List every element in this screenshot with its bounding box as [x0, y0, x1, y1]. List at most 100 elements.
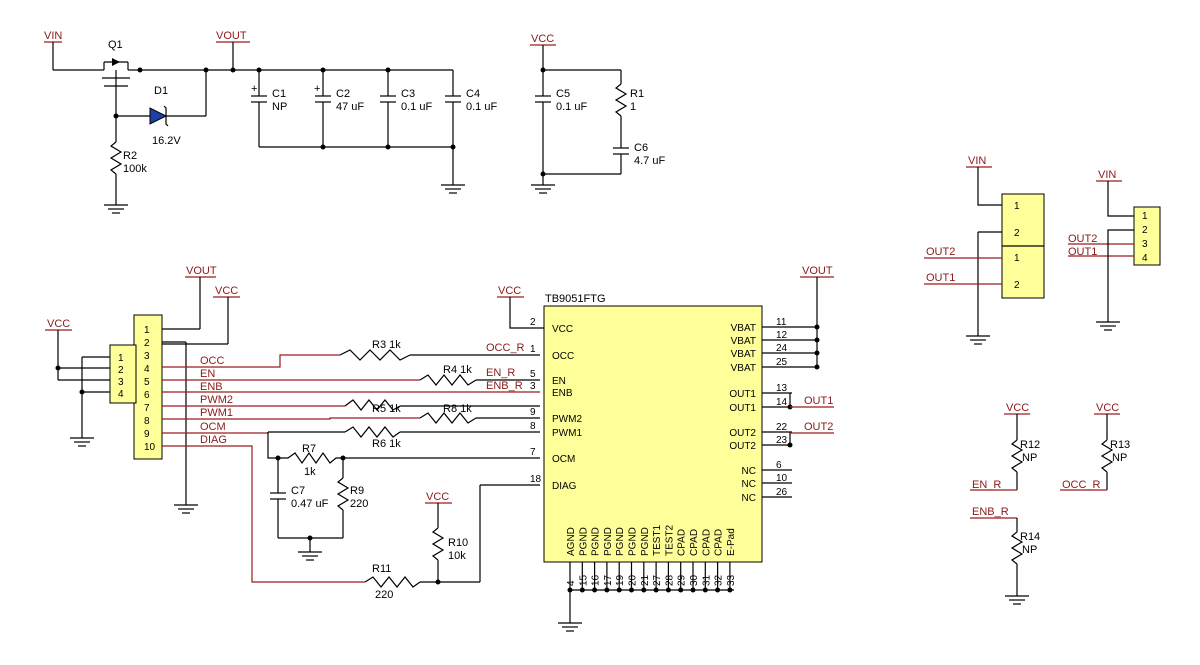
net-out2-term: OUT2 [926, 246, 955, 258]
connector4-pin-2: 2 [118, 365, 124, 376]
ic-pin-num-20: 20 [628, 574, 639, 586]
vcc-label-conn: VCC [215, 285, 238, 297]
c7-label: C7 [291, 485, 305, 497]
ic-pin-num-14: 14 [776, 397, 788, 408]
vcc-label-r12: VCC [1006, 402, 1029, 414]
net-occ: OCC [200, 355, 225, 367]
r13-label: R13 [1110, 439, 1130, 451]
ic-pin-num-9: 9 [530, 407, 536, 418]
ic-pin-num-26: 26 [776, 487, 788, 498]
net-out1-ic: OUT1 [804, 395, 833, 407]
ic-pin-cpad-32: CPAD [714, 529, 725, 556]
gnd-term-a [966, 335, 990, 345]
ic-pin-num-23: 23 [776, 435, 788, 446]
vcc-label-r13: VCC [1096, 402, 1119, 414]
c1-value: NP [272, 101, 287, 113]
r7-label: R7 [302, 443, 316, 455]
gnd-ic [558, 622, 582, 632]
q1-label: Q1 [108, 39, 123, 51]
r11-label: R11 [372, 563, 391, 575]
net-enb-r-pull: ENB_R [972, 506, 1009, 518]
connector4-pin-4: 4 [118, 389, 124, 400]
ic-pin-num-29: 29 [677, 574, 688, 586]
connector4-pin-3: 3 [118, 377, 124, 388]
connector10-pin-6: 6 [144, 390, 150, 401]
ic-pin-out2-23: OUT2 [729, 441, 756, 452]
output-terminals: 1 2 1 2 VIN OUT2 OUT1 1 2 3 4 VIN OUT2 O… [924, 155, 1161, 345]
ic-pin-vbat-25: VBAT [731, 363, 756, 374]
connector10-pin-1: 1 [144, 325, 150, 336]
connector10-pin-8: 8 [144, 416, 150, 427]
r6-label: R6 1k [372, 438, 401, 450]
ic-pin-vbat-24: VBAT [731, 349, 756, 360]
connector4-pin-1: 1 [118, 353, 124, 364]
ic-pin-out1-13: OUT1 [729, 389, 756, 400]
ic-pin-num-28: 28 [664, 574, 675, 586]
net-en: EN [200, 368, 215, 380]
ic-pin-pwm2-9: PWM2 [552, 414, 582, 425]
term-a-pin1: 1 [1014, 201, 1020, 212]
ic-pin-pgnd-19: PGND [615, 527, 626, 556]
ic-pin-pwm1-8: PWM1 [552, 428, 582, 439]
r1-label: R1 [630, 88, 644, 100]
ic-pin-num-15: 15 [578, 574, 589, 586]
ic-pin-pgnd-15: PGND [578, 527, 589, 556]
r10-label: R10 [448, 537, 468, 549]
net-enb-r: ENB_R [486, 380, 523, 392]
ic-pin-nc-26: NC [742, 493, 756, 504]
connector10-pin-5: 5 [144, 377, 150, 388]
r2-resistor: R2 100k [109, 116, 147, 205]
ic-pin-num-22: 22 [776, 422, 788, 433]
vcc-label-4pin: VCC [47, 318, 70, 330]
ic-pin-vcc-2: VCC [552, 324, 573, 335]
net-enb: ENB [200, 381, 223, 393]
ic-name: TB9051FTG [545, 293, 606, 305]
q1-mosfet: Q1 [100, 39, 140, 87]
d1-value: 16.2V [152, 135, 181, 147]
signal-nets: OCC R3 1k OCC_R EN R4 1k EN_R ENB ENB_R … [162, 339, 540, 601]
term-b-pin2: 2 [1014, 280, 1020, 291]
gnd-r14 [1005, 595, 1029, 605]
ic-pin-occ-1: OCC [552, 351, 574, 362]
gnd-4pin [70, 437, 94, 447]
net-en-r-pull: EN_R [972, 479, 1001, 491]
c6-label: C6 [634, 142, 648, 154]
ic-pin-num-32: 32 [714, 574, 725, 586]
ic-pin-out1-14: OUT1 [729, 403, 756, 414]
vcc-label-ic: VCC [498, 285, 521, 297]
ic-pin-num-24: 24 [776, 343, 788, 354]
net-occ-r: OCC_R [486, 342, 525, 354]
ic-pin-pgnd-21: PGND [640, 527, 651, 556]
ic-pin-cpad-31: CPAD [701, 529, 712, 556]
ic-pin-num-7: 7 [530, 447, 536, 458]
ic-pin-num-6: 6 [776, 460, 782, 471]
vout-label-top: VOUT [216, 30, 247, 42]
term-c-pin4: 4 [1142, 253, 1148, 264]
ic-pin-num-8: 8 [530, 421, 536, 432]
term-c-pin1: 1 [1142, 211, 1148, 222]
ic-pin-num-13: 13 [776, 383, 788, 394]
ic-pin-num-3: 3 [530, 381, 536, 392]
term-b-pin1: 1 [1014, 253, 1020, 264]
r14-value: NP [1022, 544, 1037, 556]
net-pwm1: PWM1 [200, 407, 233, 419]
ic-pin-num-10: 10 [776, 473, 788, 484]
svg-text:+: + [314, 83, 320, 95]
r12-label: R12 [1020, 439, 1040, 451]
ic-pin-nc-10: NC [742, 479, 756, 490]
c4-value: 0.1 uF [466, 101, 497, 113]
c3-label: C3 [401, 88, 415, 100]
gnd-r2 [104, 204, 128, 214]
c4-label: C4 [466, 88, 480, 100]
vcc-label-r10: VCC [426, 491, 449, 503]
vcc-decoupling-section: VCC C5 0.1 uF R1 1 C6 4.7 uF [530, 33, 665, 194]
r13-value: NP [1112, 452, 1127, 464]
ic-pin-num-16: 16 [591, 574, 602, 586]
r7-value: 1k [304, 466, 316, 478]
gnd-decoup [531, 184, 555, 194]
ic-pin-num-33: 33 [726, 574, 737, 586]
ic-pin-out2-22: OUT2 [729, 428, 756, 439]
net-occ-r-pull: OCC_R [1062, 479, 1101, 491]
r4-label: R4 1k [443, 364, 472, 376]
vcc-label-decoup: VCC [531, 33, 554, 45]
